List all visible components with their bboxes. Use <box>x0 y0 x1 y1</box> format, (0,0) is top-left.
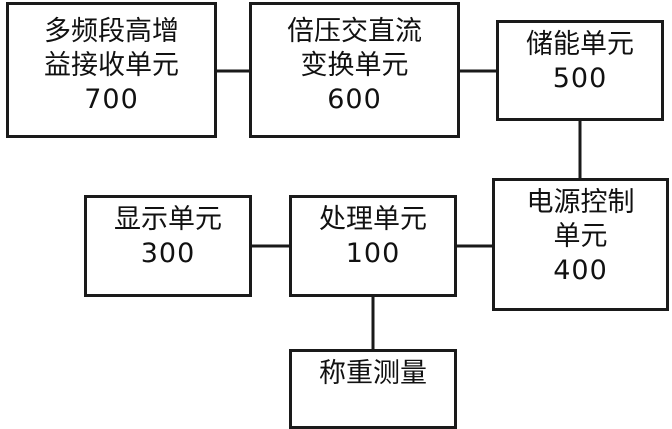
weighing-unit-box: 称重测量 <box>289 349 457 429</box>
voltage-converter-code: 600 <box>327 84 382 115</box>
display-code: 300 <box>140 238 196 269</box>
voltage-converter-label-line2: 变换单元 <box>300 50 409 81</box>
processing-code: 100 <box>345 238 401 269</box>
power-control-label-line1: 电源控制 <box>526 187 635 218</box>
block-diagram: 多频段高增 益接收单元 700 倍压交直流 变换单元 600 储能单元 500 … <box>6 2 669 429</box>
storage-code: 500 <box>552 63 608 94</box>
processing-label: 处理单元 <box>319 204 427 235</box>
display-unit-box: 显示单元 300 <box>84 195 252 297</box>
connector-lines <box>217 69 582 349</box>
power-control-code: 400 <box>553 255 608 286</box>
multiband-receiver-label-line1: 多频段高增 <box>44 16 179 47</box>
multiband-receiver-label-line2: 益接收单元 <box>44 50 179 81</box>
storage-label: 储能单元 <box>526 29 634 60</box>
multiband-receiver-unit-box: 多频段高增 益接收单元 700 <box>6 2 217 138</box>
power-control-unit-box: 电源控制 单元 400 <box>492 178 669 311</box>
processing-unit-box: 处理单元 100 <box>289 195 457 297</box>
voltage-converter-label-line1: 倍压交直流 <box>287 16 422 47</box>
multiband-receiver-code: 700 <box>84 84 139 115</box>
storage-unit-box: 储能单元 500 <box>496 20 664 121</box>
power-control-label-line2: 单元 <box>553 221 608 252</box>
display-label: 显示单元 <box>114 204 222 235</box>
voltage-converter-unit-box: 倍压交直流 变换单元 600 <box>249 2 460 138</box>
weighing-label: 称重测量 <box>319 358 427 389</box>
